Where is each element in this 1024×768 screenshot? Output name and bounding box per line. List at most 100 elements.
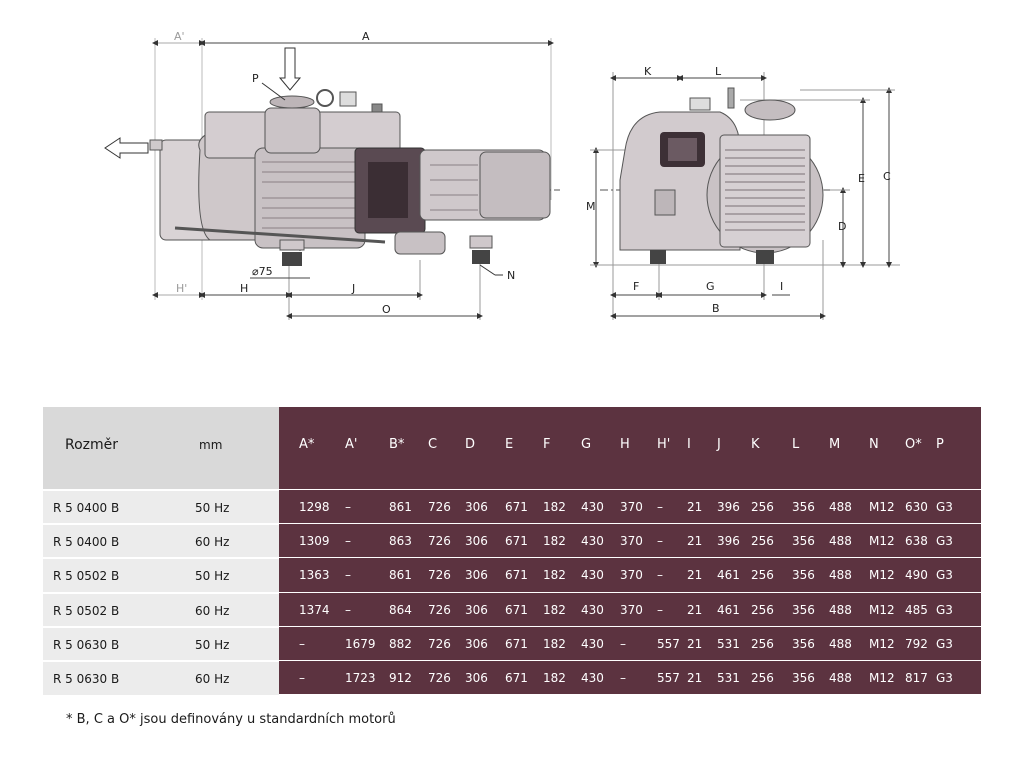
column-header: M bbox=[829, 437, 841, 452]
table-cell: 21 bbox=[687, 500, 703, 514]
technical-drawing: A' A P H' H J O ⌀75 N bbox=[104, 30, 900, 320]
model-name: R 5 0400 B bbox=[53, 535, 120, 549]
flow-arrows bbox=[104, 47, 302, 159]
table-cell: 21 bbox=[687, 671, 703, 685]
table-cell: 256 bbox=[751, 500, 774, 514]
table-cell: 1309 bbox=[299, 534, 330, 548]
table-cell: – bbox=[345, 534, 351, 548]
table-cell: 21 bbox=[687, 534, 703, 548]
table-cell: 792 bbox=[905, 637, 928, 651]
table-cell: 182 bbox=[543, 671, 566, 685]
dim-label-a-prime-top: A' bbox=[174, 30, 185, 43]
dim-label-a: A bbox=[362, 30, 370, 43]
table-cell: 430 bbox=[581, 637, 604, 651]
column-header: F bbox=[543, 437, 551, 452]
model-name: R 5 0502 B bbox=[53, 569, 120, 583]
table-cell: M12 bbox=[869, 534, 895, 548]
header-rozmer: Rozměr bbox=[65, 437, 119, 453]
table-cell: 356 bbox=[792, 671, 815, 685]
table-cell: 557 bbox=[657, 671, 680, 685]
column-header: A' bbox=[345, 437, 358, 452]
table-cell: 356 bbox=[792, 500, 815, 514]
pump-drawing-svg: A' A P H' H J O ⌀75 N bbox=[104, 30, 900, 320]
table-row: R 5 0400 B 50 Hz bbox=[43, 489, 279, 524]
column-header: O* bbox=[905, 437, 922, 452]
table-cell: G3 bbox=[936, 568, 953, 582]
table-cell: 430 bbox=[581, 500, 604, 514]
table-cell: 21 bbox=[687, 637, 703, 651]
table-cell: 912 bbox=[389, 671, 412, 685]
table-cell: 182 bbox=[543, 534, 566, 548]
table-cell: 356 bbox=[792, 637, 815, 651]
table-cell: 671 bbox=[505, 603, 528, 617]
table-cell: 182 bbox=[543, 500, 566, 514]
model-name: R 5 0630 B bbox=[53, 638, 120, 652]
header-unit: mm bbox=[199, 438, 223, 452]
dim-label-k: K bbox=[644, 65, 652, 78]
column-header: P bbox=[936, 437, 944, 452]
table-cell: 1363 bbox=[299, 568, 330, 582]
table-cell: 488 bbox=[829, 603, 852, 617]
table-cell: – bbox=[345, 568, 351, 582]
column-header: E bbox=[505, 437, 514, 452]
table-cell: 630 bbox=[905, 500, 928, 514]
dim-label-l: L bbox=[715, 65, 722, 78]
table-cell: 1679 bbox=[345, 637, 376, 651]
table-cell: 182 bbox=[543, 568, 566, 582]
table-cell: 306 bbox=[465, 637, 488, 651]
table-cell: 488 bbox=[829, 568, 852, 582]
table-cell: 817 bbox=[905, 671, 928, 685]
table-cell: 21 bbox=[687, 568, 703, 582]
table-cell: 256 bbox=[751, 637, 774, 651]
table-cell: 557 bbox=[657, 637, 680, 651]
model-name: R 5 0400 B bbox=[53, 501, 120, 515]
table-cell: 256 bbox=[751, 568, 774, 582]
frequency: 50 Hz bbox=[195, 501, 230, 515]
table-cell: 370 bbox=[620, 534, 643, 548]
table-cell: 488 bbox=[829, 637, 852, 651]
table-cell: 370 bbox=[620, 603, 643, 617]
table-cell: 356 bbox=[792, 534, 815, 548]
table-cell: 726 bbox=[428, 603, 451, 617]
table-cell: 531 bbox=[717, 637, 740, 651]
column-header: L bbox=[792, 437, 800, 452]
table-left-header: Rozměr mm bbox=[43, 407, 279, 489]
table-cell: 488 bbox=[829, 671, 852, 685]
table-cell: – bbox=[657, 500, 663, 514]
dim-label-j: J bbox=[351, 282, 355, 295]
dim-label-diameter: ⌀75 bbox=[252, 265, 273, 278]
table-cell: M12 bbox=[869, 637, 895, 651]
dim-label-b: B bbox=[712, 302, 720, 315]
table-cell: 461 bbox=[717, 603, 740, 617]
footnote: * B, C a O* jsou definovány u standardní… bbox=[66, 712, 396, 727]
dim-label-g: G bbox=[706, 280, 715, 293]
model-name: R 5 0630 B bbox=[53, 672, 120, 686]
table-cell: 1723 bbox=[345, 671, 376, 685]
table-cell: 671 bbox=[505, 568, 528, 582]
table-cell: 671 bbox=[505, 671, 528, 685]
table-cell: 861 bbox=[389, 568, 412, 582]
table-cell: 1374 bbox=[299, 603, 330, 617]
table-cell: – bbox=[657, 534, 663, 548]
column-header: I bbox=[687, 437, 691, 452]
column-header: A* bbox=[299, 437, 315, 452]
table-cell: G3 bbox=[936, 603, 953, 617]
table-cell: 490 bbox=[905, 568, 928, 582]
table-cell: 306 bbox=[465, 534, 488, 548]
table-cell: 306 bbox=[465, 603, 488, 617]
table-cell: – bbox=[299, 671, 305, 685]
table-row: R 5 0630 B 50 Hz bbox=[43, 626, 279, 661]
table-cell: 671 bbox=[505, 500, 528, 514]
table-cell: – bbox=[345, 500, 351, 514]
dim-label-p: P bbox=[252, 72, 259, 85]
frequency: 50 Hz bbox=[195, 638, 230, 652]
